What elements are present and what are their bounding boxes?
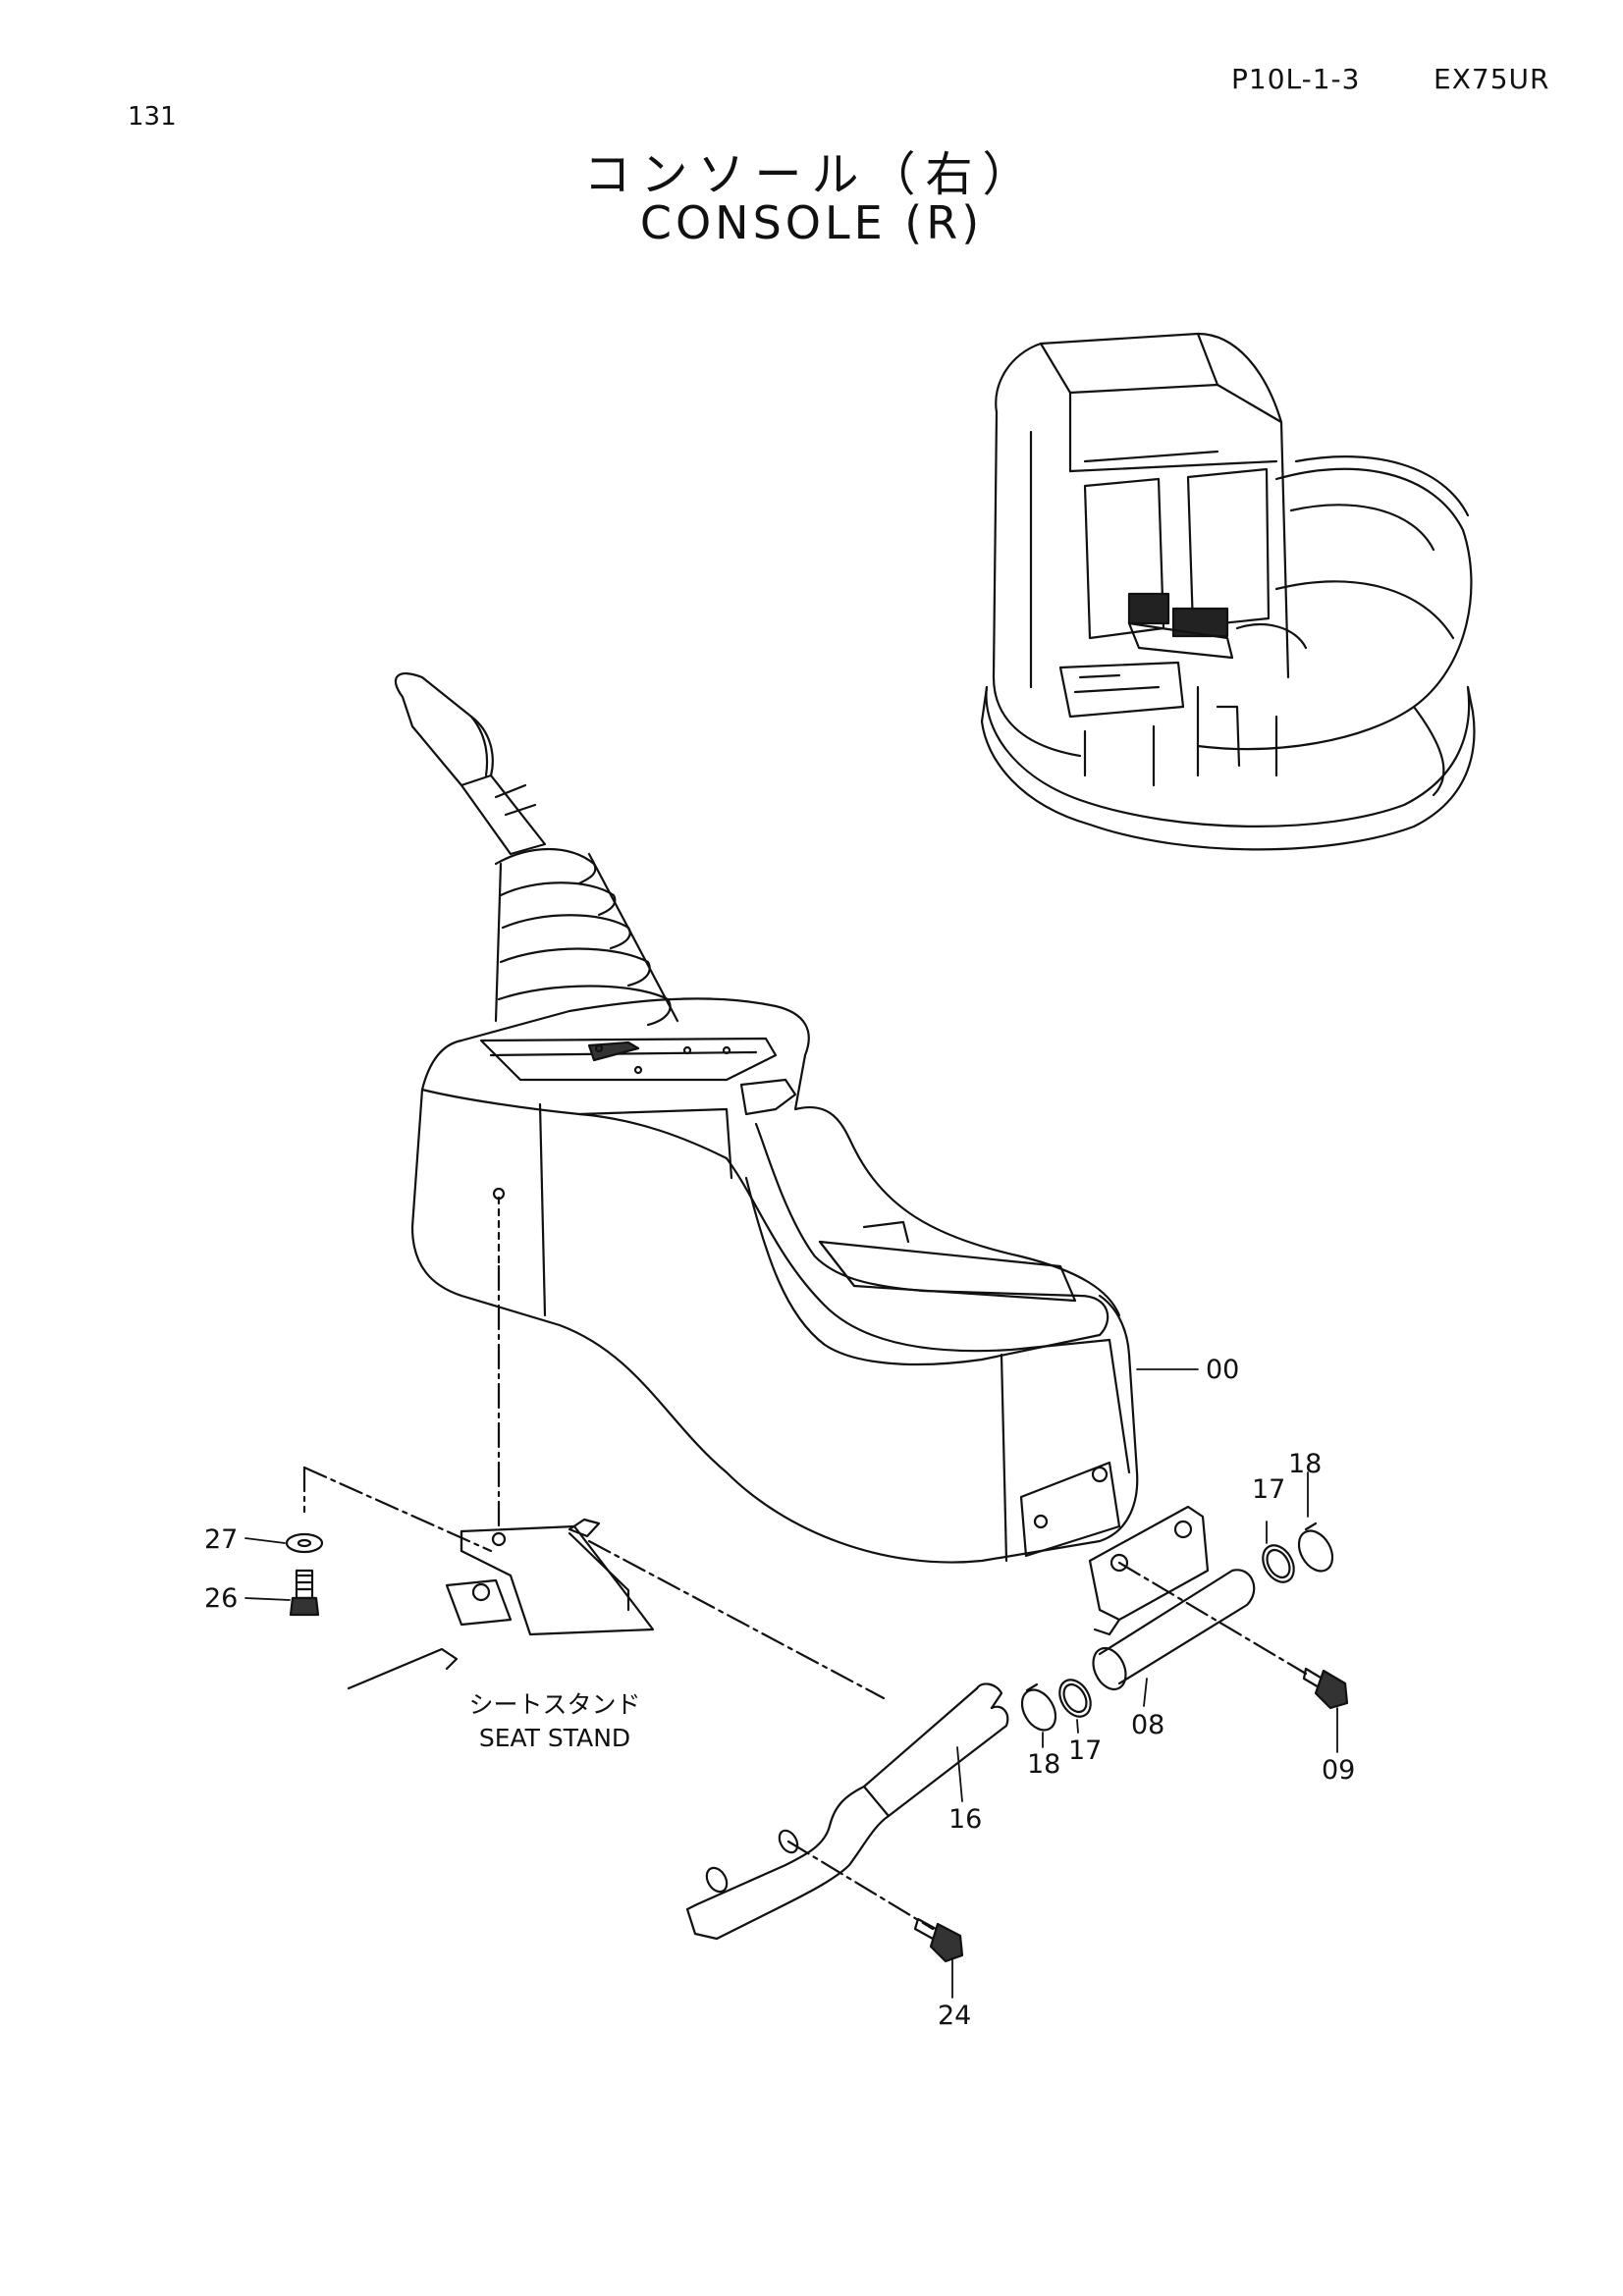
- title-japanese: コンソール（右）: [583, 147, 1040, 202]
- seat-stand-label-japanese: シートスタンド: [468, 1690, 641, 1719]
- callout-08: 08: [1131, 1710, 1165, 1740]
- callout-17-upper: 17: [1252, 1474, 1286, 1505]
- arm-link-16: [685, 1682, 1009, 1941]
- snap-ring-17-lower: [1058, 1679, 1092, 1734]
- page-number: 131: [128, 102, 177, 132]
- circlip-18-upper: [1297, 1471, 1334, 1573]
- bolt-26: [244, 1569, 320, 1617]
- pin-08: [1092, 1569, 1256, 1707]
- callout-09: 09: [1322, 1755, 1356, 1786]
- mount-bracket: [1088, 1505, 1210, 1636]
- seat-stand-label: シートスタンド SEAT STAND: [461, 1688, 648, 1755]
- callout-17-lower: 17: [1068, 1735, 1103, 1766]
- document-code: P10L-1-3: [1231, 63, 1361, 95]
- model-code: EX75UR: [1434, 63, 1550, 95]
- seat-stand-label-english: SEAT STAND: [478, 1724, 631, 1752]
- callout-18-lower: 18: [1027, 1749, 1061, 1780]
- bolt-24: [786, 1840, 964, 1999]
- console-assembly: [394, 672, 1199, 1564]
- callout-00: 00: [1206, 1355, 1240, 1385]
- snap-ring-17-upper: [1262, 1521, 1295, 1583]
- callout-16: 16: [948, 1804, 983, 1835]
- callout-26: 26: [204, 1583, 239, 1614]
- bolt-09: [1117, 1561, 1349, 1753]
- washer-27: [244, 1532, 324, 1554]
- callout-27: 27: [204, 1524, 239, 1555]
- excavator-overview-illustration: [980, 332, 1476, 851]
- callout-18-upper: 18: [1288, 1449, 1323, 1479]
- seat-stand-bracket: [302, 1264, 886, 1700]
- title-english: CONSOLE (R): [639, 196, 984, 249]
- callout-24: 24: [938, 2001, 972, 2031]
- circlip-18-lower: [1020, 1682, 1057, 1748]
